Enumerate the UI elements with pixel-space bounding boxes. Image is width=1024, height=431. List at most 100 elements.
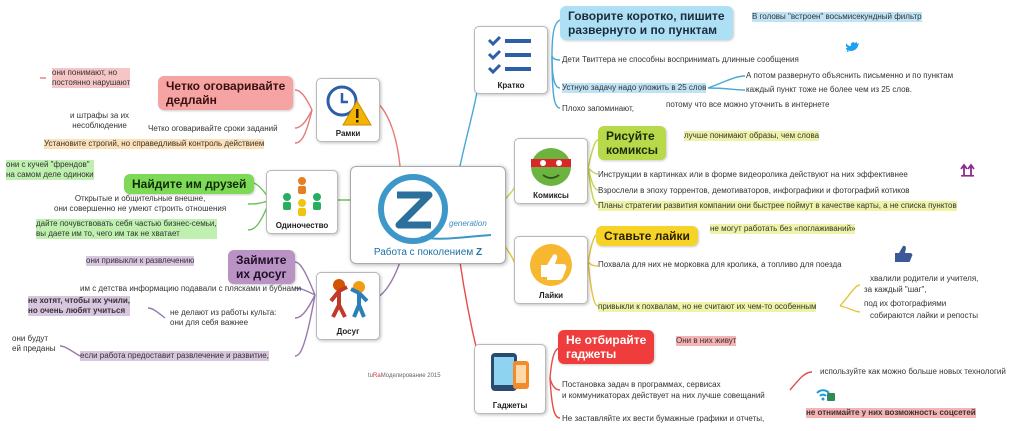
dancing-kids-icon [329, 279, 369, 318]
odin-family: дайте почувствовать себя частью бизнес-с… [36, 219, 217, 239]
generation-z-logo [378, 174, 492, 244]
gadzhety-headline: Не отбирайте гаджеты [558, 330, 655, 364]
odin-family-line1: дайте почувствовать себя частью бизнес-с… [36, 219, 217, 228]
odin-open-line1: Открытые и общительные внешне, [74, 194, 206, 203]
card-label: Одиночество [275, 221, 329, 230]
laiki-parents-line1: хвалили родители и учителя, [870, 274, 979, 283]
ramki-headline: Четко оговаривайте дедлайн [158, 76, 294, 110]
odin-open: Открытые и общительные внешне, они совер… [54, 194, 226, 214]
credit-prefix: tu [368, 373, 374, 379]
central-title-letter: Z [475, 247, 483, 258]
odin-pile-line2: на самом деле одиноки [6, 170, 94, 179]
komiksy-headline-line2: комиксы [606, 143, 659, 157]
credit-text: Моделирование 2015 [380, 373, 441, 379]
komiksy-instructions: Инструкции в картинках или в форме видео… [598, 170, 908, 179]
devices-icon [491, 353, 529, 391]
ramki-terms: Четко оговаривайте сроки заданий [148, 124, 278, 133]
twitter-bird-icon [846, 42, 859, 52]
dosug-dont-want: не хотят, чтобы их учили, но очень любят… [28, 296, 130, 316]
laiki-praise: Похвала для них не морковка для кролика,… [598, 260, 842, 269]
people-icon [283, 177, 321, 216]
kratko-remember: Плохо запоминают, [562, 104, 635, 113]
kratko-then-line1: А потом развернуто объяснить письменно и… [746, 71, 954, 80]
dosug-will-be: они будут ей преданы [12, 334, 55, 354]
ramki-understand-line1: они понимают, но [52, 68, 118, 77]
card-label: Кратко [497, 81, 525, 90]
credit: tuRaМоделирование 2015 [368, 373, 441, 379]
card-label: Гаджеты [492, 401, 528, 410]
dosug-cult: не делают из работы культа: они для себя… [170, 308, 276, 328]
card-ramki[interactable]: Рамки [316, 78, 380, 142]
laiki-photos-line2: собираются лайки и репосты [870, 311, 979, 320]
dosug-used-fun: они привыкли к развлечению [86, 256, 195, 266]
thumbs-up-icon [530, 244, 572, 286]
odin-headline: Найдите им друзей [124, 174, 255, 194]
odin-pile-line1: они с кучей "френдов" [6, 160, 90, 169]
komiksy-headline: Рисуйте комиксы [598, 126, 667, 160]
card-odinochestvo[interactable]: Одиночество [266, 170, 338, 234]
ramki-fines-line1: и штрафы за их [70, 111, 130, 120]
card-dosug[interactable]: Досуг [316, 272, 380, 340]
kratko-because: потому что все можно уточнить в интернет… [666, 100, 830, 109]
dosug-headline-line2: их досуг [236, 267, 287, 281]
card-gadzhety[interactable]: Гаджеты [474, 344, 546, 414]
dosug-cult-line2: они для себя важнее [170, 318, 249, 327]
komiksy-grew: Взрослели в эпоху торрентов, демотиватор… [598, 186, 910, 195]
kratko-headline: Говорите коротко, пишите развернуто и по… [560, 6, 733, 40]
ramki-understand-line2: постоянно нарушают [52, 78, 131, 87]
kratko-task: Устную задачу надо уложить в 25 слов [562, 83, 707, 93]
laiki-parents-line2: за каждый "шаг", [864, 285, 927, 294]
ramki-control: Установите строгий, но справедливый конт… [44, 139, 265, 149]
gadzhety-headline-line2: гаджеты [566, 347, 617, 361]
ramki-headline-line1: Четко оговаривайте [166, 79, 286, 93]
turtle-icon [531, 148, 571, 186]
card-laiki[interactable]: Лайки [514, 236, 588, 304]
ramki-fines-line2: несоблюдение [72, 121, 127, 130]
dosug-headline: Займите их досуг [228, 250, 295, 284]
kratko-headline-line1: Говорите коротко, пишите [568, 9, 725, 23]
odin-pile: они с кучей "френдов" на самом деле один… [6, 160, 94, 180]
central-title: Работа с поколением Z [351, 247, 505, 258]
dosug-will-be-line2: ей преданы [12, 344, 56, 353]
checklist-icon [487, 35, 531, 75]
card-label: Рамки [335, 129, 361, 138]
dosug-cult-line1: не делают из работы культа: [170, 308, 277, 317]
credit-brand: Ra [373, 373, 381, 379]
dosug-dont-want-line2: но очень любят учиться [28, 306, 126, 315]
up-arrows-icon [960, 163, 975, 177]
laiki-used: привыкли к похвалам, но не считают их че… [598, 302, 817, 312]
kratko-then-line2: каждый пункт тоже не более чем из 25 сло… [746, 85, 913, 94]
gadzhety-headline-line1: Не отбирайте [566, 333, 647, 347]
card-label: Лайки [538, 291, 564, 300]
kratko-headline-line2: развернуто и по пунктам [568, 23, 718, 37]
logo-word: generation [449, 219, 487, 228]
kratko-filter: В головы "встроен" восьмисекундный фильт… [752, 12, 922, 22]
kratko-twitter: Дети Твиттера не способны воспринимать д… [562, 55, 799, 64]
gadzhety-tasks-line2: и коммуникаторах действует на них лучше … [562, 391, 765, 400]
dosug-if-work: если работа предоставит развлечение и ра… [80, 351, 269, 361]
card-label: Досуг [336, 327, 360, 336]
card-kratko[interactable]: Кратко [474, 26, 548, 94]
card-komiksy[interactable]: Комиксы [514, 138, 588, 204]
laiki-photos-line1: под их фотографиями [864, 299, 947, 308]
ramki-fines: и штрафы за их несоблюдение [70, 111, 129, 131]
laiki-headline: Ставьте лайки [596, 226, 698, 246]
komiksy-headline-line1: Рисуйте [606, 129, 655, 143]
dosug-headline-line1: Займите [236, 253, 287, 267]
like-thumb-icon [895, 245, 913, 262]
gadzhety-no-social: не отнимайте у них возможность соцсетей [806, 408, 976, 418]
gadzhety-use-tech: используйте как можно больше новых техно… [820, 367, 1006, 376]
central-topic: generation Работа с поколением Z [350, 166, 506, 264]
ramki-headline-line2: дедлайн [166, 93, 217, 107]
wifi-lock-icon [816, 389, 835, 401]
dosug-dont-want-line1: не хотят, чтобы их учили, [28, 296, 130, 305]
gadzhety-tasks-line1: Постановка задач в программах, сервисах [562, 380, 721, 389]
odin-open-line2: они совершенно не умеют строить отношени… [54, 204, 227, 213]
komiksy-plans: Планы стратегии развития компании они бы… [598, 201, 957, 211]
central-title-text: Работа с поколением [373, 247, 474, 258]
komiksy-images: лучше понимают образы, чем слова [684, 131, 820, 141]
dosug-childhood: им с детства информацию подавали с пляск… [80, 284, 302, 293]
gadzhety-live: Они в них живут [676, 336, 737, 346]
dosug-will-be-line1: они будут [12, 334, 49, 343]
